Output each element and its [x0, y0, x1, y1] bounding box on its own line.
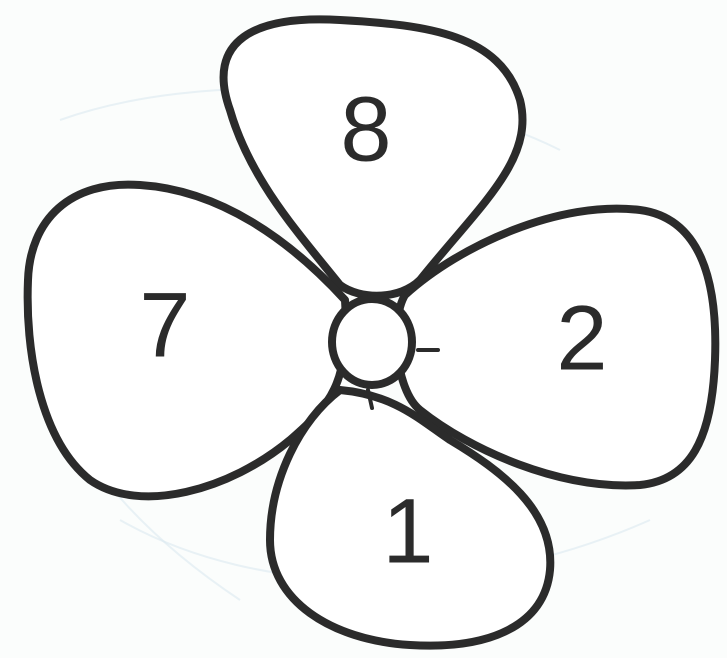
petal-number-left: 7	[139, 274, 190, 376]
petal-number-right: 2	[556, 287, 607, 389]
petal-number-bottom: 1	[382, 480, 433, 582]
flower-center	[332, 299, 412, 385]
petal-number-top: 8	[340, 78, 391, 180]
